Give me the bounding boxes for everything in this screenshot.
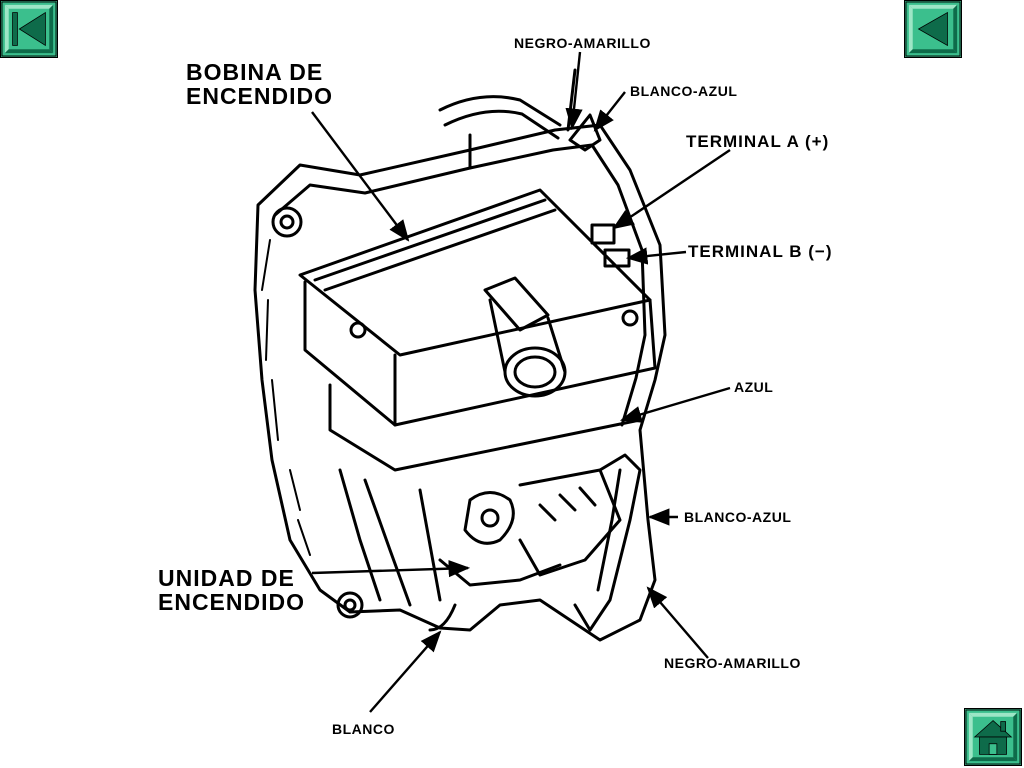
bobina-label-line2: ENCENDIDO: [186, 83, 334, 110]
bobina-label: BOBINA DE ENCENDIDO: [186, 60, 333, 108]
home-icon: [965, 709, 1021, 765]
negro-amarillo-bottom-label: NEGRO-AMARILLO: [664, 655, 801, 671]
blanco-azul-bottom-label: BLANCO-AZUL: [684, 509, 792, 525]
blanco-label: BLANCO: [332, 721, 395, 737]
terminal-a-label: TERMINAL A (+): [686, 132, 830, 151]
unidad-label-line1: UNIDAD DE: [158, 565, 295, 591]
unidad-label-line2: ENCENDIDO: [158, 589, 306, 616]
skip-to-first-icon: [1, 1, 57, 57]
bobina-label-line1: BOBINA DE: [186, 59, 324, 85]
azul-label: AZUL: [734, 379, 774, 395]
terminal-b-label: TERMINAL B (−): [688, 242, 833, 261]
previous-slide-button[interactable]: [904, 0, 962, 58]
first-slide-button[interactable]: [0, 0, 58, 58]
home-button[interactable]: [964, 708, 1022, 766]
previous-icon: [905, 1, 961, 57]
blanco-azul-top-label: BLANCO-AZUL: [630, 83, 738, 99]
negro-amarillo-top-label: NEGRO-AMARILLO: [514, 35, 651, 51]
unidad-label: UNIDAD DE ENCENDIDO: [158, 566, 305, 614]
